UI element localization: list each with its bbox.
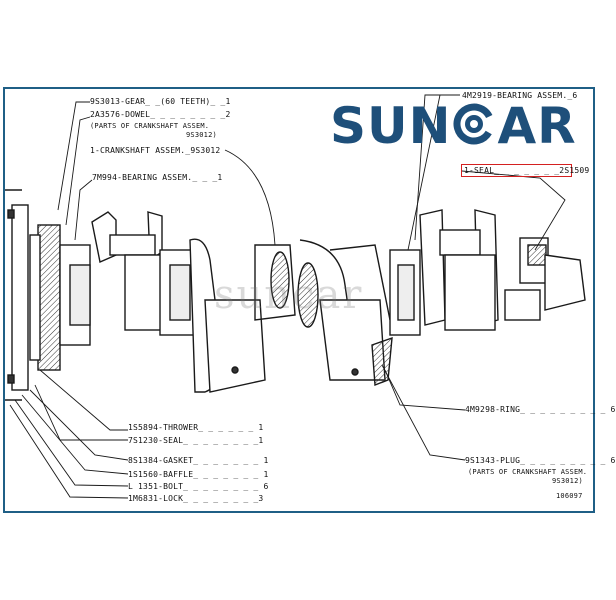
drawing-number: 106097 bbox=[556, 492, 583, 500]
bearing-right bbox=[297, 262, 319, 328]
plug bbox=[371, 336, 393, 386]
label-bearing-4m: 4M2919-BEARING ASSEM._6 bbox=[462, 91, 578, 100]
crankshaft-drawing bbox=[5, 94, 586, 499]
bearing-left bbox=[270, 251, 290, 309]
gear-logo-icon bbox=[451, 100, 497, 146]
flange-plate bbox=[11, 204, 29, 391]
label-seal-7s: 7S1230-SEAL_ _ _ _ _ _ _ _1 bbox=[128, 436, 264, 445]
label-seal-top: 1-SEAL_ _ _ _ _ _ _2S1509 bbox=[464, 166, 590, 175]
label-bolt: L 1351-BOLT_ _ _ _ _ _ _ _ 6 bbox=[128, 482, 269, 491]
brand-logo: SUN AR bbox=[330, 96, 577, 156]
label-baffle: 1S1560-BAFFLE_ _ _ _ _ _ _ 1 bbox=[128, 470, 269, 479]
label-ring: 4M9298-RING_ _ _ _ _ _ _ _ _ 6 bbox=[465, 405, 616, 414]
label-bearing-7m: 7M994-BEARING ASSEM._ _ _1 bbox=[92, 173, 223, 182]
label-thrower: 1S5894-THROWER_ _ _ _ _ _ 1 bbox=[128, 423, 264, 432]
label-dowel-note-2: 9S3012) bbox=[186, 131, 217, 139]
label-lock: 1M6831-LOCK_ _ _ _ _ _ _ _3 bbox=[128, 494, 264, 503]
label-crankshaft: 1-CRANKSHAFT ASSEM._9S3012 bbox=[90, 146, 221, 155]
label-plug-note: (PARTS OF CRANKSHAFT ASSEM. bbox=[468, 468, 588, 476]
gear bbox=[37, 224, 61, 371]
label-dowel-note: (PARTS OF CRANKSHAFT ASSEM. bbox=[90, 122, 210, 130]
brand-suffix: AR bbox=[497, 97, 577, 155]
watermark: suncar bbox=[214, 272, 364, 318]
rear-seal bbox=[527, 244, 547, 266]
label-plug-note-2: 9S3012) bbox=[552, 477, 583, 485]
label-gear: 9S3013-GEAR_ _(60 TEETH)_ _1 bbox=[90, 97, 231, 106]
label-plug: 9S1343-PLUG_ _ _ _ _ _ _ _ _ 6 bbox=[465, 456, 616, 465]
label-gasket: 8S1384-GASKET_ _ _ _ _ _ _ 1 bbox=[128, 456, 269, 465]
label-dowel: 2A3576-DOWEL_ _ _ _ _ _ _ _2 bbox=[90, 110, 231, 119]
seal-highlight-box bbox=[461, 164, 572, 177]
brand-prefix: SUN bbox=[330, 97, 452, 155]
